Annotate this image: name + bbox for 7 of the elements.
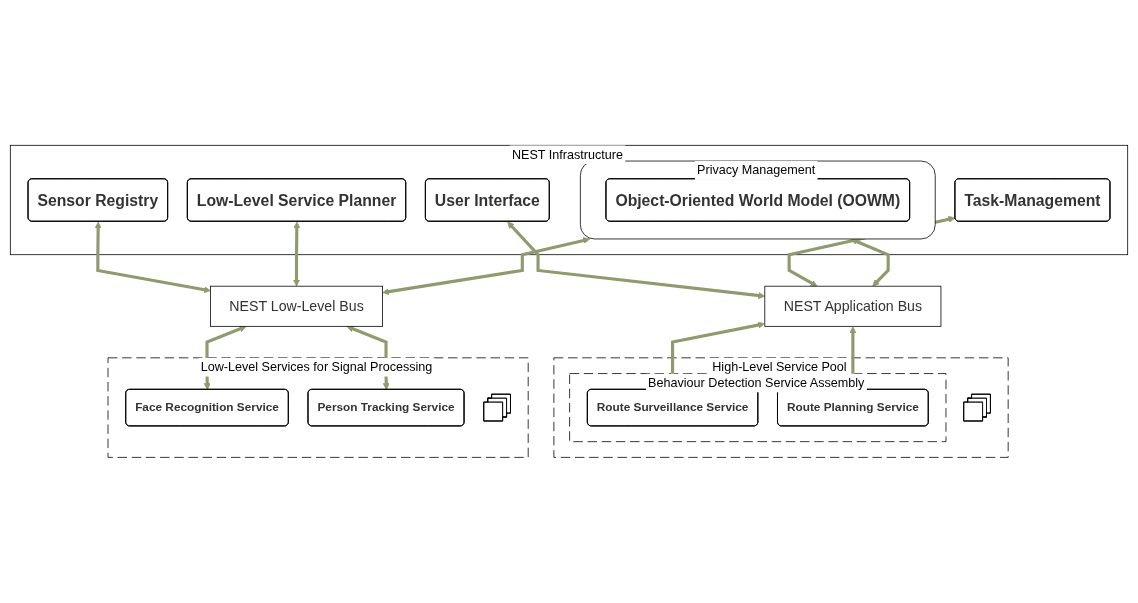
arrow: [94, 221, 211, 294]
arrow: [293, 221, 301, 287]
arrow: [850, 238, 890, 287]
arrow: [382, 237, 591, 296]
node-box: NEST Low-Level Bus: [210, 285, 383, 327]
arrow: [507, 221, 766, 300]
node-box: NEST Application Bus: [764, 285, 942, 327]
